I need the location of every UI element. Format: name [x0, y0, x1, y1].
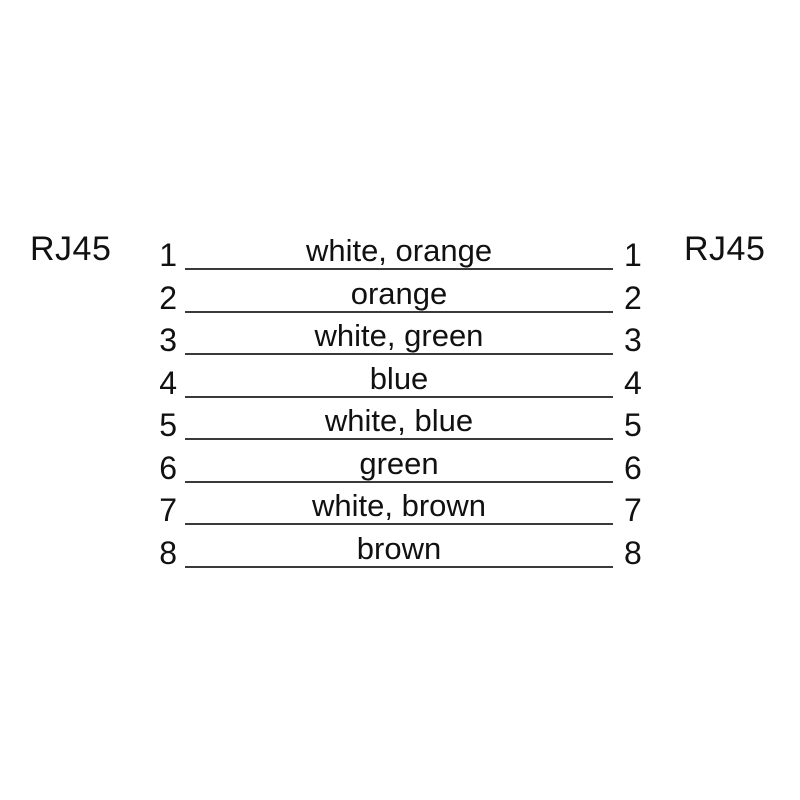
- pin-number-left: 1: [159, 237, 177, 273]
- pin-number-right: 4: [624, 364, 642, 401]
- pin-number-left: 3: [159, 322, 177, 358]
- pin-number-left: 4: [159, 364, 177, 401]
- pin-number-left: 5: [159, 407, 177, 443]
- pin-number-left: 8: [159, 534, 177, 571]
- pin-number-left: 2: [159, 279, 177, 316]
- pin-number-right: 7: [624, 492, 642, 528]
- pin-number-right: 6: [624, 449, 642, 486]
- pin-number-right: 2: [624, 279, 642, 316]
- wire-color-label: blue: [369, 360, 429, 396]
- wire-line: [185, 395, 613, 398]
- pin-number-right: 3: [624, 322, 642, 358]
- pin-row: 2 orange 2: [0, 278, 800, 324]
- wire-color-label: white, blue: [324, 403, 474, 438]
- pin-row: 4 blue 4: [0, 363, 800, 409]
- pin-row: 8 brown 8: [0, 533, 800, 579]
- wire-line: [185, 268, 613, 270]
- wire-color-label: white, orange: [305, 233, 493, 268]
- pin-row: 1 white, orange 1: [0, 235, 800, 281]
- pin-row: 3 white, green 3: [0, 320, 800, 366]
- wire-color-label: green: [359, 445, 439, 481]
- wire-line: [185, 310, 613, 313]
- pin-number-right: 1: [624, 237, 642, 273]
- wire-color-label: brown: [356, 530, 442, 566]
- wire-line: [185, 523, 613, 525]
- connector-label-left: RJ45: [30, 230, 112, 268]
- pin-row: 6 green 6: [0, 448, 800, 494]
- pin-row: 5 white, blue 5: [0, 405, 800, 451]
- wire-line: [185, 438, 613, 440]
- pin-number-left: 7: [159, 492, 177, 528]
- wire-line: [185, 353, 613, 355]
- wire-line: [185, 480, 613, 483]
- wire-color-label: orange: [350, 275, 448, 311]
- pin-number-right: 8: [624, 534, 642, 571]
- pin-number-left: 6: [159, 449, 177, 486]
- connector-label-right: RJ45: [684, 230, 766, 268]
- wire-line: [185, 565, 613, 568]
- wire-color-label: white, green: [314, 318, 484, 353]
- pin-number-right: 5: [624, 407, 642, 443]
- wire-color-label: white, brown: [311, 488, 487, 523]
- pin-row: 7 white, brown 7: [0, 490, 800, 536]
